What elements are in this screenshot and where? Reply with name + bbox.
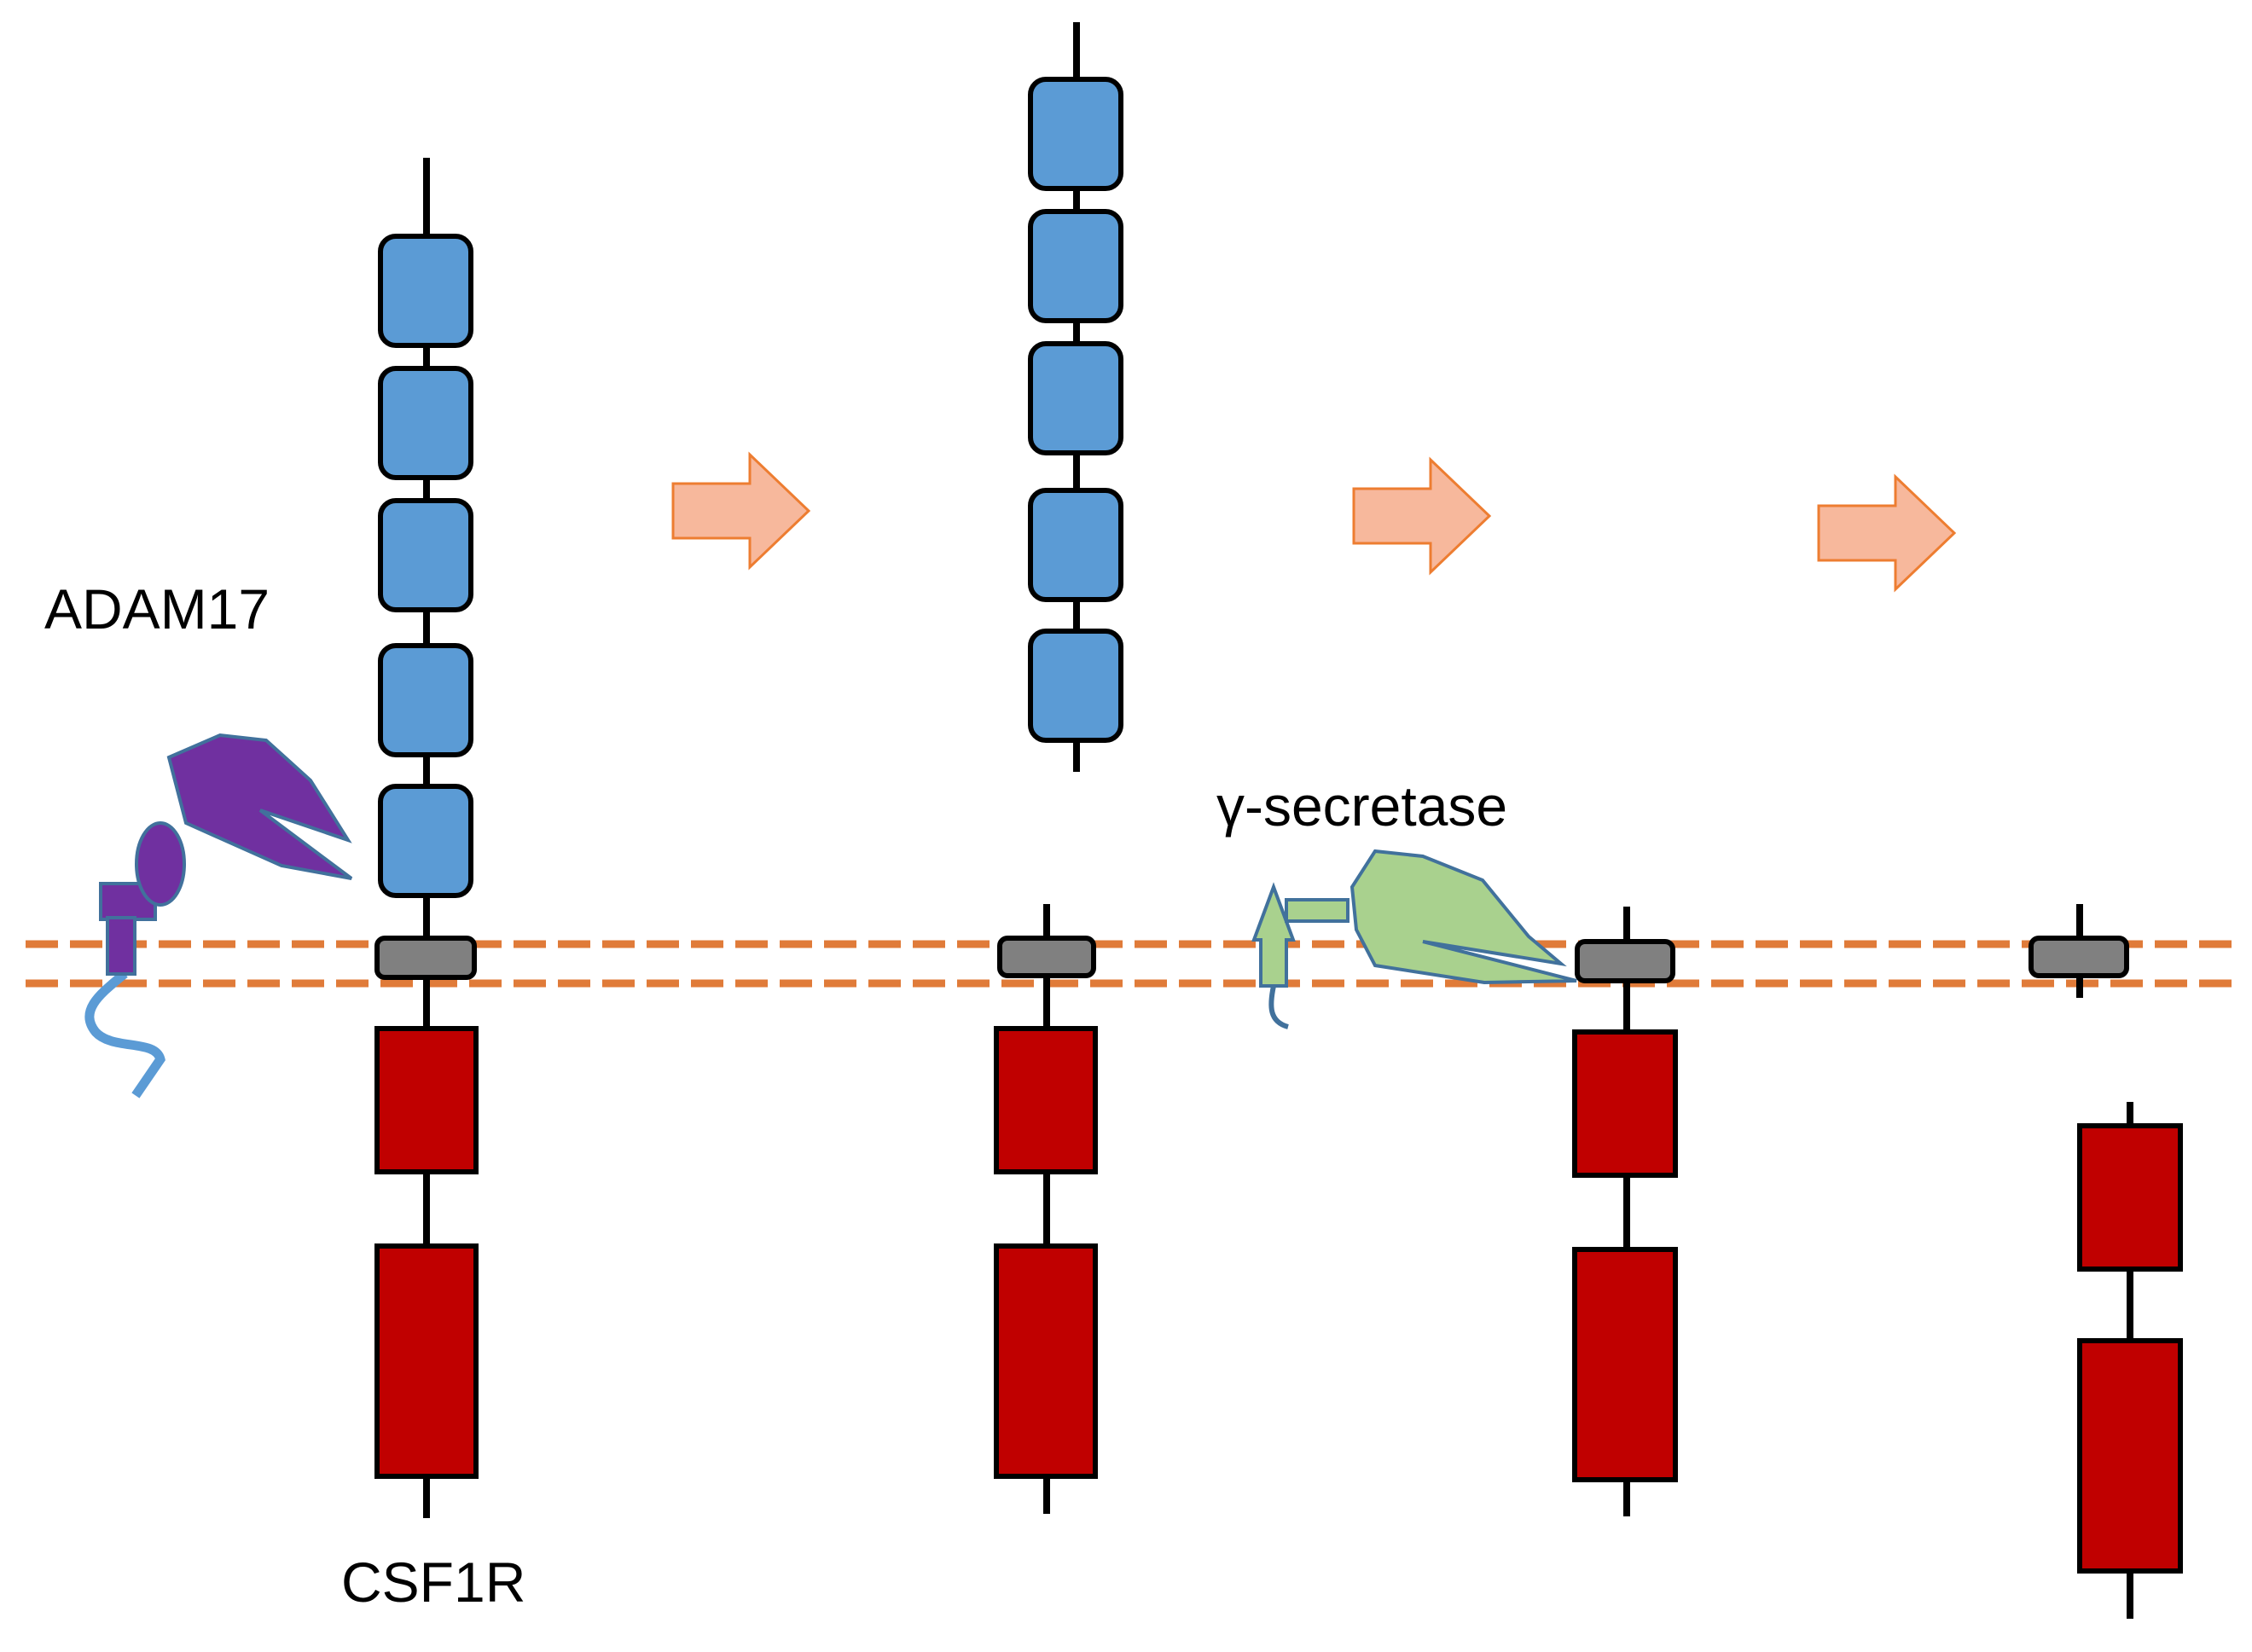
gamma-secretase-complex: [1251, 849, 1577, 1029]
ig-domain: [378, 784, 473, 898]
ig-domain: [1028, 629, 1123, 743]
ig-domain: [1028, 488, 1123, 602]
gamma-secretase-label: γ-secretase: [1216, 774, 1507, 838]
adam17-protease: [84, 733, 353, 1098]
adam17-linker-domain: [135, 821, 186, 907]
csf1r-label: CSF1R: [341, 1551, 525, 1614]
adam17-tail: [84, 970, 165, 1098]
adam17-transmembrane: [106, 916, 136, 976]
kinase-domain: [374, 1243, 479, 1479]
membrane-stub-1: [994, 904, 1098, 1514]
shed-ectodomain: [1028, 22, 1123, 772]
kinase-domain: [994, 1243, 1098, 1479]
transmembrane-domain: [1575, 939, 1675, 983]
adam17-catalytic-domain: [166, 733, 353, 880]
kinase-domain: [1572, 1029, 1678, 1178]
receptor-full-length: [374, 158, 479, 1518]
transmembrane-domain: [997, 936, 1096, 978]
kinase-domain: [1572, 1247, 1678, 1482]
kinase-domain: [2077, 1338, 2183, 1574]
step-arrow: [671, 451, 811, 571]
kinase-domain: [994, 1026, 1098, 1174]
ig-domain: [1028, 341, 1123, 455]
ig-domain: [378, 643, 473, 757]
gamma-secretase-body: [1349, 849, 1577, 985]
ig-domain: [378, 366, 473, 480]
step-arrow: [1817, 473, 1957, 593]
ig-domain: [378, 234, 473, 348]
transmembrane-domain: [2029, 936, 2129, 978]
ig-domain: [1028, 209, 1123, 323]
gamma-secretase-up-arrow: [1251, 882, 1296, 988]
membrane-stub-3: [2029, 904, 2129, 998]
gamma-secretase-tail: [1268, 985, 1289, 1029]
membrane-stub-2: [1572, 907, 1678, 1516]
cell-membrane: [26, 940, 2235, 988]
adam17-label: ADAM17: [44, 577, 270, 641]
ig-domain: [378, 498, 473, 612]
step-arrow: [1352, 456, 1492, 576]
transmembrane-domain: [374, 936, 477, 980]
gamma-secretase-connector: [1285, 898, 1349, 923]
kinase-domain: [2077, 1123, 2183, 1272]
released-intracellular-domain: [2077, 1102, 2183, 1619]
ig-domain: [1028, 77, 1123, 191]
kinase-domain: [374, 1026, 479, 1174]
